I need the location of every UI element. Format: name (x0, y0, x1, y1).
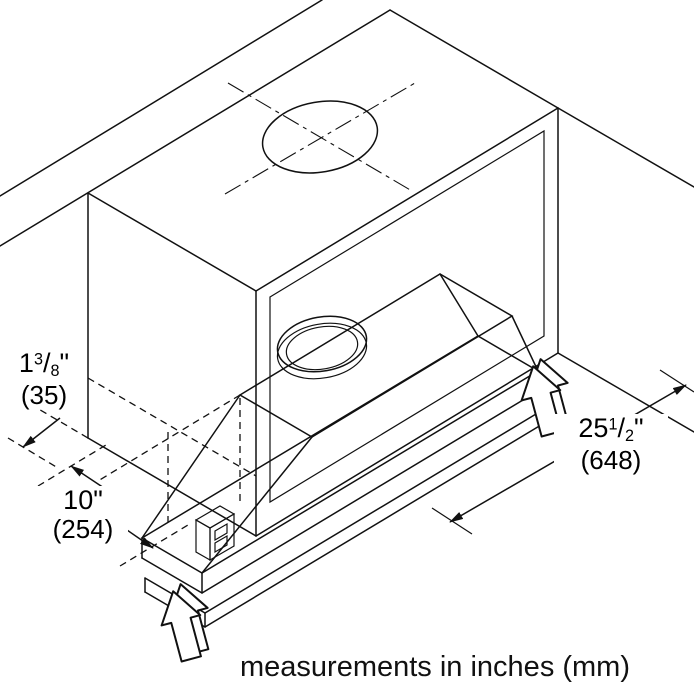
vent-cutout (224, 82, 416, 195)
hood-slant-edge (439, 273, 479, 337)
hood-top-plate (238, 273, 514, 438)
front-opening-frame (269, 129, 545, 504)
height-clearance-arrow (22, 417, 61, 448)
cabinet-edge (87, 192, 257, 292)
duct-collar-inner (285, 325, 359, 371)
switch-button (214, 522, 228, 542)
witness-line (659, 369, 694, 393)
hidden-edge (97, 394, 241, 482)
cabinet-edge (255, 352, 559, 537)
cabinet-edge (389, 9, 559, 109)
dimension-depth: 10" (254) (38, 485, 128, 545)
switch-box-side (195, 518, 211, 562)
control-switch-box (194, 505, 236, 562)
hood-base-frame-bottom (141, 390, 539, 594)
hood-slant-edge (511, 315, 539, 372)
depth-value: 10" (63, 485, 103, 515)
depth-metric: (254) (52, 514, 114, 545)
duct-collar-outer (276, 315, 368, 373)
witness-line (431, 507, 473, 535)
block-arrow-up-icon (160, 590, 202, 663)
hidden-edges (7, 377, 257, 567)
width-value: 251/2" (578, 413, 644, 446)
switch-button (214, 534, 228, 554)
cabinet-edge (255, 107, 559, 292)
hood-flange-bottom (144, 424, 542, 628)
depth-arrow-upper (70, 465, 105, 489)
height-clearance-value: 13/8" (18, 348, 70, 381)
extension-line (37, 444, 107, 487)
width-metric: (648) (580, 444, 642, 475)
cabinet-edge (87, 437, 257, 537)
hood-base-frame-top (140, 335, 540, 574)
hidden-edge (87, 377, 257, 477)
soffit-continuation-lines (0, 0, 694, 433)
vent-hole-circle (261, 100, 379, 174)
centerline (224, 82, 416, 195)
soffit-edge (0, 0, 323, 197)
height-clearance-metric: (35) (20, 379, 68, 410)
soffit-edge (557, 107, 694, 188)
hood-insert (140, 273, 542, 628)
dimension-width: 251/2" (648) (554, 413, 668, 475)
hood-flange-top (144, 410, 542, 614)
soffit-edge (0, 9, 391, 247)
hood-slant-edge (141, 394, 241, 539)
units-caption: measurements in inches (mm) (240, 651, 630, 683)
dimension-height-clearance: 13/8" (35) (6, 348, 82, 410)
hood-slant-edge (201, 436, 313, 574)
insertion-arrows (160, 358, 570, 663)
duct-collar-rim (276, 322, 368, 380)
cabinet-box (87, 9, 559, 537)
insertion-arrow-left (160, 583, 210, 663)
extension-line (7, 437, 59, 469)
centerline (227, 82, 413, 192)
